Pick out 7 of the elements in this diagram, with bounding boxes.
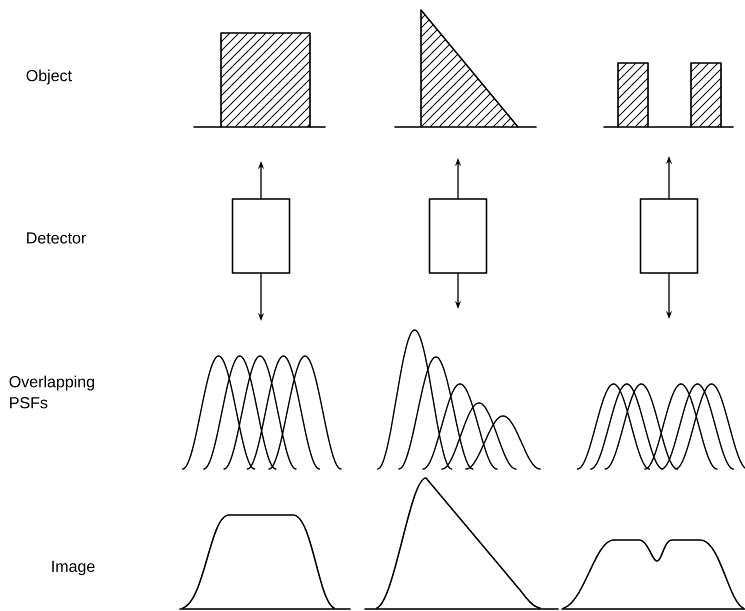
detector-box bbox=[232, 198, 290, 274]
row-label: Detector bbox=[27, 232, 86, 244]
row-label: Overlapping PSFs bbox=[10, 376, 94, 408]
row-label: Image bbox=[52, 560, 95, 576]
detector-box bbox=[428, 198, 488, 274]
detector-box bbox=[640, 198, 698, 274]
row-label: Object bbox=[26, 70, 72, 84]
